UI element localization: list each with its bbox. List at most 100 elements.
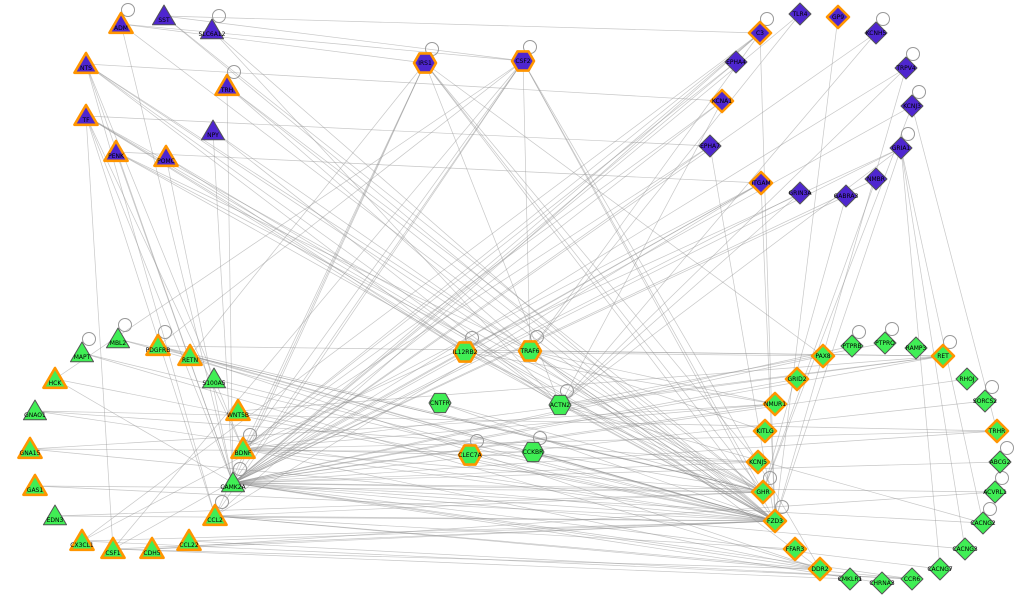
diamond-node-shape-EPHA7[interactable] <box>698 134 722 158</box>
hexagon-node-shape-CNTFR[interactable] <box>428 392 452 414</box>
node-EDN3[interactable]: EDN3 <box>42 504 68 526</box>
node-IRS1[interactable]: IRS1 <box>412 52 438 74</box>
triangle-node-shape-MBL2[interactable] <box>105 327 131 349</box>
diamond-node-shape-KITLG[interactable] <box>752 418 778 444</box>
triangle-node-shape-PENK[interactable] <box>103 139 129 163</box>
diamond-node-shape-GRIN3A[interactable] <box>788 181 812 205</box>
diamond-node-shape-EPHA4[interactable] <box>724 50 748 74</box>
triangle-node-shape-ADM[interactable] <box>108 11 134 35</box>
triangle-node-shape-CX3CL1[interactable] <box>69 528 95 552</box>
node-NMBR[interactable]: NMBR <box>864 167 888 191</box>
diamond-node-shape-CACNG7[interactable] <box>928 557 952 581</box>
diamond-node-shape-TLR4[interactable] <box>788 2 812 26</box>
triangle-node-shape-CAMK2A[interactable] <box>220 471 246 493</box>
node-CSF1[interactable]: CSF1 <box>100 536 126 560</box>
node-GRID2[interactable]: GRID2 <box>784 366 810 392</box>
diamond-node-shape-DDR2[interactable] <box>807 556 833 582</box>
node-CNTFR[interactable]: CNTFR <box>428 392 452 414</box>
diamond-node-shape-KCNA1[interactable] <box>709 88 735 114</box>
diamond-node-shape-GRID2[interactable] <box>784 366 810 392</box>
triangle-node-shape-PDGFRB[interactable] <box>145 333 171 357</box>
triangle-node-shape-RETN[interactable] <box>177 343 203 367</box>
node-ACTN2[interactable]: ACTN2 <box>548 394 572 416</box>
node-GNA15[interactable]: GNA15 <box>17 436 43 460</box>
triangle-node-shape-NPY[interactable] <box>200 119 226 141</box>
triangle-node-shape-CCL22[interactable] <box>176 528 202 552</box>
diamond-node-shape-FFAR3[interactable] <box>782 536 808 562</box>
diamond-node-shape-NMUR1[interactable] <box>762 391 788 417</box>
node-RHOJ[interactable]: RHOJ <box>955 367 979 391</box>
node-SST[interactable]: SST <box>151 4 177 26</box>
node-FFAR3[interactable]: FFAR3 <box>782 536 808 562</box>
triangle-node-shape-S100A5[interactable] <box>201 367 227 389</box>
diamond-node-shape-CHRNA3[interactable] <box>870 571 894 595</box>
node-NMUR1[interactable]: NMUR1 <box>762 391 788 417</box>
triangle-node-shape-GNA15[interactable] <box>17 436 43 460</box>
diamond-node-shape-GABRA3[interactable] <box>834 184 858 208</box>
node-PAX8[interactable]: PAX8 <box>810 343 836 369</box>
node-CSF2[interactable]: CSF2 <box>510 50 536 72</box>
triangle-node-shape-GAS1[interactable] <box>22 473 48 497</box>
hexagon-node-shape-IRS1[interactable] <box>412 52 438 74</box>
diamond-node-shape-NMBR[interactable] <box>864 167 888 191</box>
node-GNAO1[interactable]: GNAO1 <box>22 399 48 421</box>
diamond-node-shape-FZD3[interactable] <box>762 508 788 534</box>
node-CACNG7[interactable]: CACNG7 <box>927 557 953 581</box>
hexagon-node-shape-ACTN2[interactable] <box>548 394 572 416</box>
node-PENK[interactable]: PENK <box>103 139 129 163</box>
diamond-node-shape-RET[interactable] <box>930 343 956 369</box>
node-CCKBR[interactable]: CCKBR <box>521 441 545 463</box>
triangle-node-shape-CDH5[interactable] <box>139 536 165 560</box>
hexagon-node-shape-CCKBR[interactable] <box>521 441 545 463</box>
triangle-node-shape-EDN3[interactable] <box>42 504 68 526</box>
triangle-node-shape-NTS[interactable] <box>73 51 99 75</box>
triangle-node-shape-SLC6A12[interactable] <box>199 18 225 40</box>
node-CX3CL1[interactable]: CX3CL1 <box>69 528 95 552</box>
triangle-node-shape-GNAO1[interactable] <box>22 399 48 421</box>
node-GRIN3A[interactable]: GRIN3A <box>788 181 813 205</box>
triangle-node-shape-BDNF[interactable] <box>230 436 256 460</box>
hexagon-node-shape-TRAF6[interactable] <box>517 340 543 362</box>
diamond-node-shape-GRIA1[interactable] <box>889 136 913 160</box>
hexagon-node-shape-IL12RB2[interactable] <box>452 341 478 363</box>
triangle-node-shape-CCL2[interactable] <box>202 503 228 527</box>
diamond-node-shape-PTPRO[interactable] <box>873 331 897 355</box>
diamond-node-shape-RAMP3[interactable] <box>904 336 928 360</box>
node-CCR6[interactable]: CCR6 <box>900 567 924 591</box>
diamond-node-shape-RHOJ[interactable] <box>955 367 979 391</box>
diamond-node-shape-KCNJ5[interactable] <box>745 449 771 475</box>
node-TLR4[interactable]: TLR4 <box>788 2 812 26</box>
diamond-node-shape-ITGAM[interactable] <box>748 170 774 196</box>
diamond-node-shape-GHR[interactable] <box>750 479 776 505</box>
node-GAS1[interactable]: GAS1 <box>22 473 48 497</box>
diamond-node-shape-GP9[interactable] <box>825 4 851 30</box>
node-KCNA1[interactable]: KCNA1 <box>709 88 735 114</box>
diamond-node-shape-PTPRB[interactable] <box>840 334 864 358</box>
diamond-node-shape-CACNG3[interactable] <box>953 537 977 561</box>
node-TRHR[interactable]: TRHR <box>984 418 1010 444</box>
node-EPHA4[interactable]: EPHA4 <box>724 50 748 74</box>
node-GABRA3[interactable]: GABRA3 <box>834 184 859 208</box>
node-GP9[interactable]: GP9 <box>825 4 851 30</box>
triangle-node-shape-TF[interactable] <box>73 103 99 127</box>
hexagon-node-shape-CLEC7A[interactable] <box>457 444 483 466</box>
diamond-node-shape-KCNH5[interactable] <box>864 21 888 45</box>
node-CACNG3[interactable]: CACNG3 <box>952 537 978 561</box>
diamond-node-shape-SORCS2[interactable] <box>973 389 997 413</box>
triangle-node-shape-TRH[interactable] <box>214 73 240 97</box>
diamond-node-shape-TRPV4[interactable] <box>894 56 918 80</box>
triangle-node-shape-WNT5B[interactable] <box>225 398 251 422</box>
diamond-node-shape-KCNJ3[interactable] <box>900 94 924 118</box>
node-NTS[interactable]: NTS <box>73 51 99 75</box>
node-TRAF6[interactable]: TRAF6 <box>517 340 543 362</box>
triangle-node-shape-SST[interactable] <box>151 4 177 26</box>
node-ITGAM[interactable]: ITGAM <box>748 170 774 196</box>
diamond-node-shape-ACVRL1[interactable] <box>983 480 1007 504</box>
node-CCL22[interactable]: CCL22 <box>176 528 202 552</box>
diamond-node-shape-TRHR[interactable] <box>984 418 1010 444</box>
node-HCK[interactable]: HCK <box>42 366 68 390</box>
diamond-node-shape-ABCG2[interactable] <box>988 450 1012 474</box>
node-NPY[interactable]: NPY <box>200 119 226 141</box>
diamond-node-shape-CACNG2[interactable] <box>971 511 995 535</box>
